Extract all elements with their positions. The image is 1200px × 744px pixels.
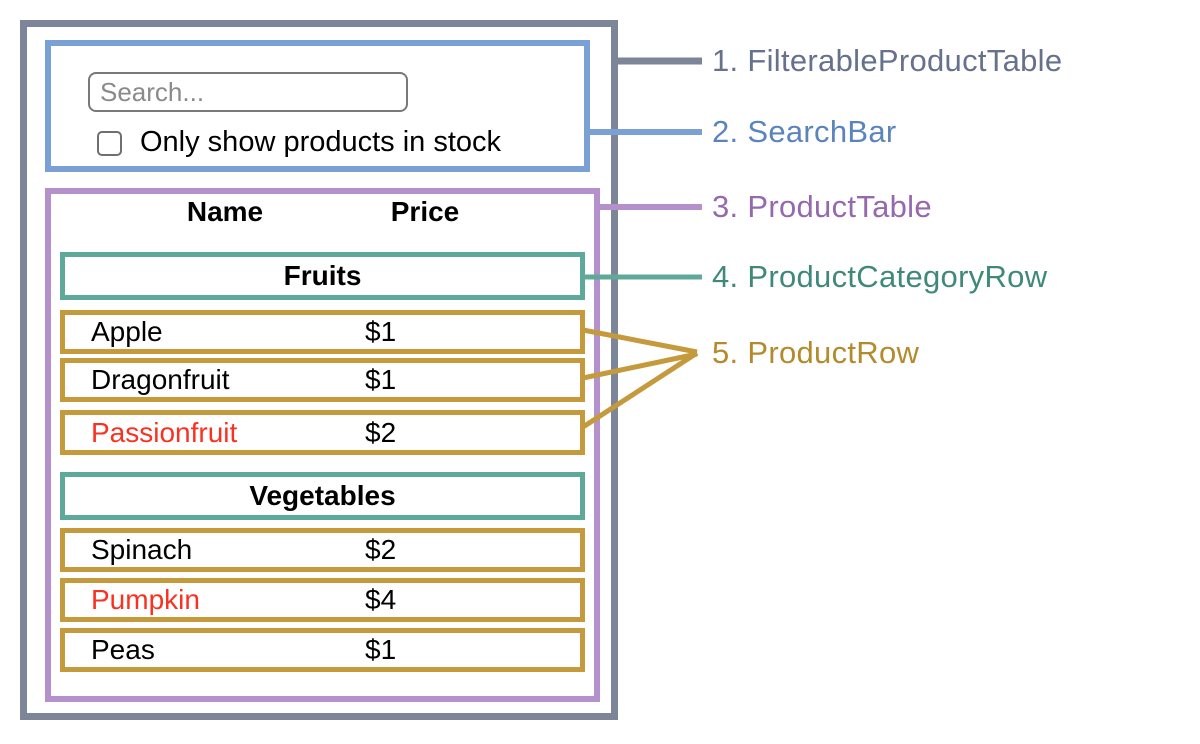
- annotation-product-category-row: 4. ProductCategoryRow: [712, 259, 1048, 294]
- annotation-product-row: 5. ProductRow: [712, 335, 920, 370]
- product-price: $2: [365, 416, 397, 448]
- product-category-row: Fruits: [60, 252, 585, 300]
- search-input[interactable]: [88, 72, 408, 112]
- annotation-search-bar: 2. SearchBar: [712, 114, 897, 149]
- product-name: Peas: [91, 634, 155, 665]
- product-price: $4: [365, 584, 397, 615]
- product-name: Spinach: [91, 534, 193, 565]
- product-row: Dragonfruit $1: [60, 358, 585, 402]
- category-label: Vegetables: [249, 480, 396, 511]
- product-name: Apple: [91, 316, 163, 347]
- annotation-filterable-product-table: 1. FilterableProductTable: [712, 43, 1063, 78]
- product-row: Peas $1: [60, 628, 585, 672]
- product-price: $1: [365, 634, 397, 665]
- in-stock-checkbox[interactable]: [97, 131, 122, 156]
- column-header-name: Name: [186, 196, 264, 227]
- product-row: Passionfruit $2: [60, 410, 585, 455]
- in-stock-checkbox-label: Only show products in stock: [140, 126, 502, 158]
- product-price: $1: [365, 316, 397, 347]
- product-row: Pumpkin $4: [60, 578, 585, 622]
- product-row: Spinach $2: [60, 528, 585, 572]
- product-price: $1: [365, 364, 397, 395]
- product-name: Dragonfruit: [91, 364, 230, 395]
- product-name-out-of-stock: Passionfruit: [91, 416, 238, 448]
- product-category-row: Vegetables: [60, 472, 585, 520]
- annotation-product-table: 3. ProductTable: [712, 189, 932, 224]
- product-row: Apple $1: [60, 310, 585, 354]
- column-header-price: Price: [390, 196, 460, 227]
- product-name-out-of-stock: Pumpkin: [91, 584, 200, 615]
- category-label: Fruits: [283, 260, 362, 291]
- product-price: $2: [365, 534, 397, 565]
